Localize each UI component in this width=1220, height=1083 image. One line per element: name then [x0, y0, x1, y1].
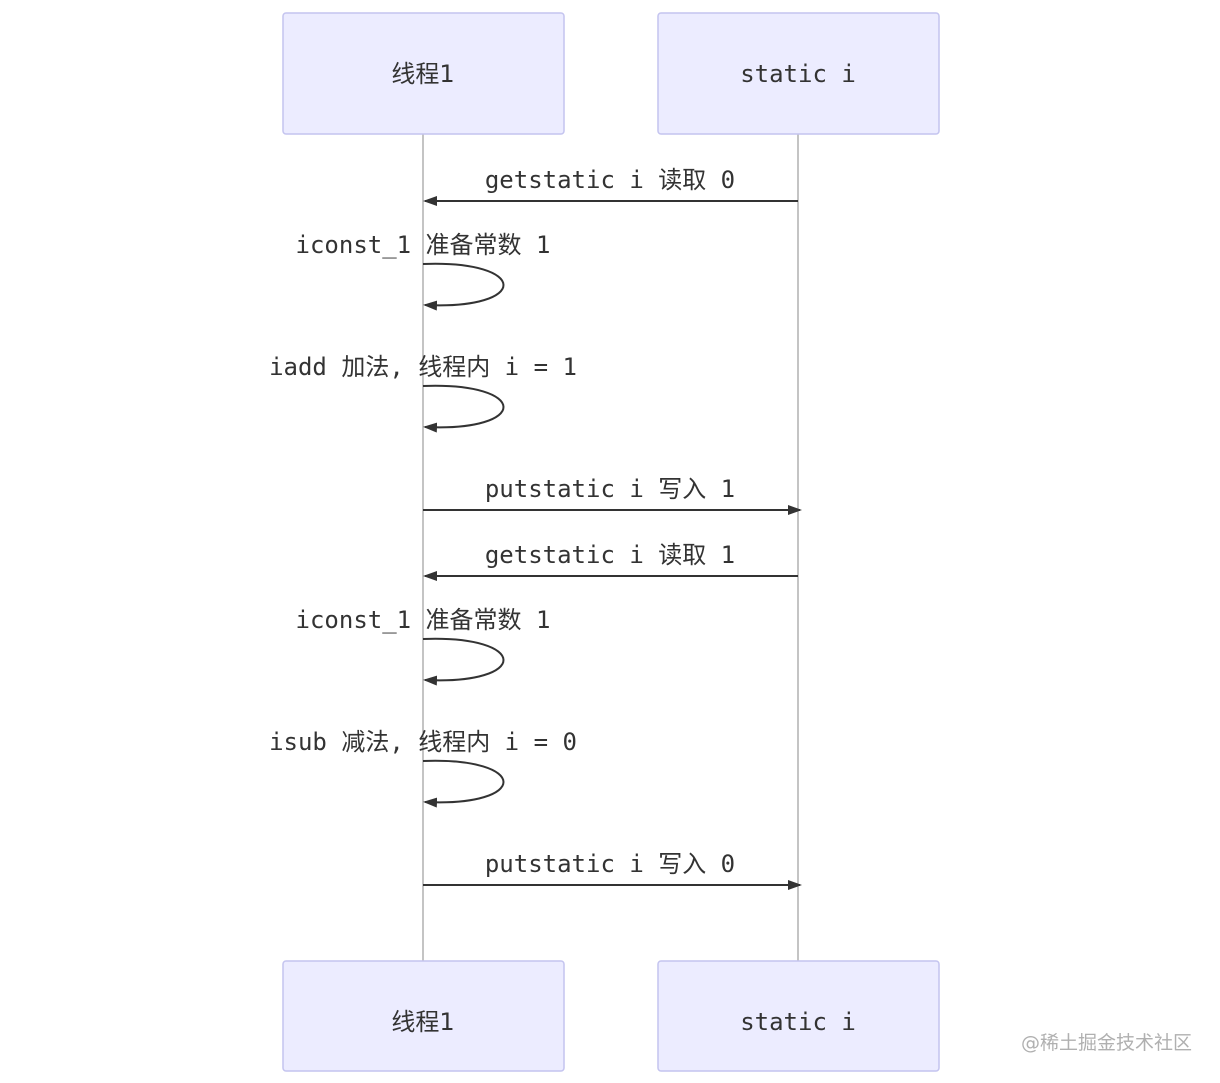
- watermark-text: @稀土掘金技术社区: [1020, 1032, 1192, 1054]
- message-iconst-1: iconst_1 准备常数 1: [296, 231, 551, 311]
- message-label: isub 减法, 线程内 i = 0: [269, 728, 577, 756]
- actor-bottom-thread-label: 线程1: [391, 1008, 454, 1036]
- actor-top-thread-label: 线程1: [391, 60, 454, 88]
- message-label: iconst_1 准备常数 1: [296, 606, 551, 634]
- actor-bottom-static-i: static i: [657, 960, 940, 1072]
- message-putstatic-0: putstatic i 写入 0: [423, 850, 802, 890]
- actor-bottom-static-i-label: static i: [740, 1008, 856, 1036]
- message-isub: isub 减法, 线程内 i = 0: [269, 728, 577, 808]
- actor-top-static-i: static i: [657, 12, 940, 135]
- actor-top-static-i-label: static i: [740, 60, 856, 88]
- actor-bottom-thread: 线程1: [282, 960, 565, 1072]
- message-label: iadd 加法, 线程内 i = 1: [269, 353, 577, 381]
- message-iadd: iadd 加法, 线程内 i = 1: [269, 353, 577, 433]
- message-label: getstatic i 读取 1: [485, 541, 735, 569]
- message-putstatic-1: putstatic i 写入 1: [423, 475, 802, 515]
- message-iconst-2: iconst_1 准备常数 1: [296, 606, 551, 686]
- message-getstatic-1: getstatic i 读取 1: [423, 541, 798, 581]
- message-getstatic-0: getstatic i 读取 0: [423, 166, 798, 206]
- message-label: getstatic i 读取 0: [485, 166, 735, 194]
- message-label: iconst_1 准备常数 1: [296, 231, 551, 259]
- message-label: putstatic i 写入 1: [485, 475, 735, 503]
- message-label: putstatic i 写入 0: [485, 850, 735, 878]
- actor-top-thread: 线程1: [282, 12, 565, 135]
